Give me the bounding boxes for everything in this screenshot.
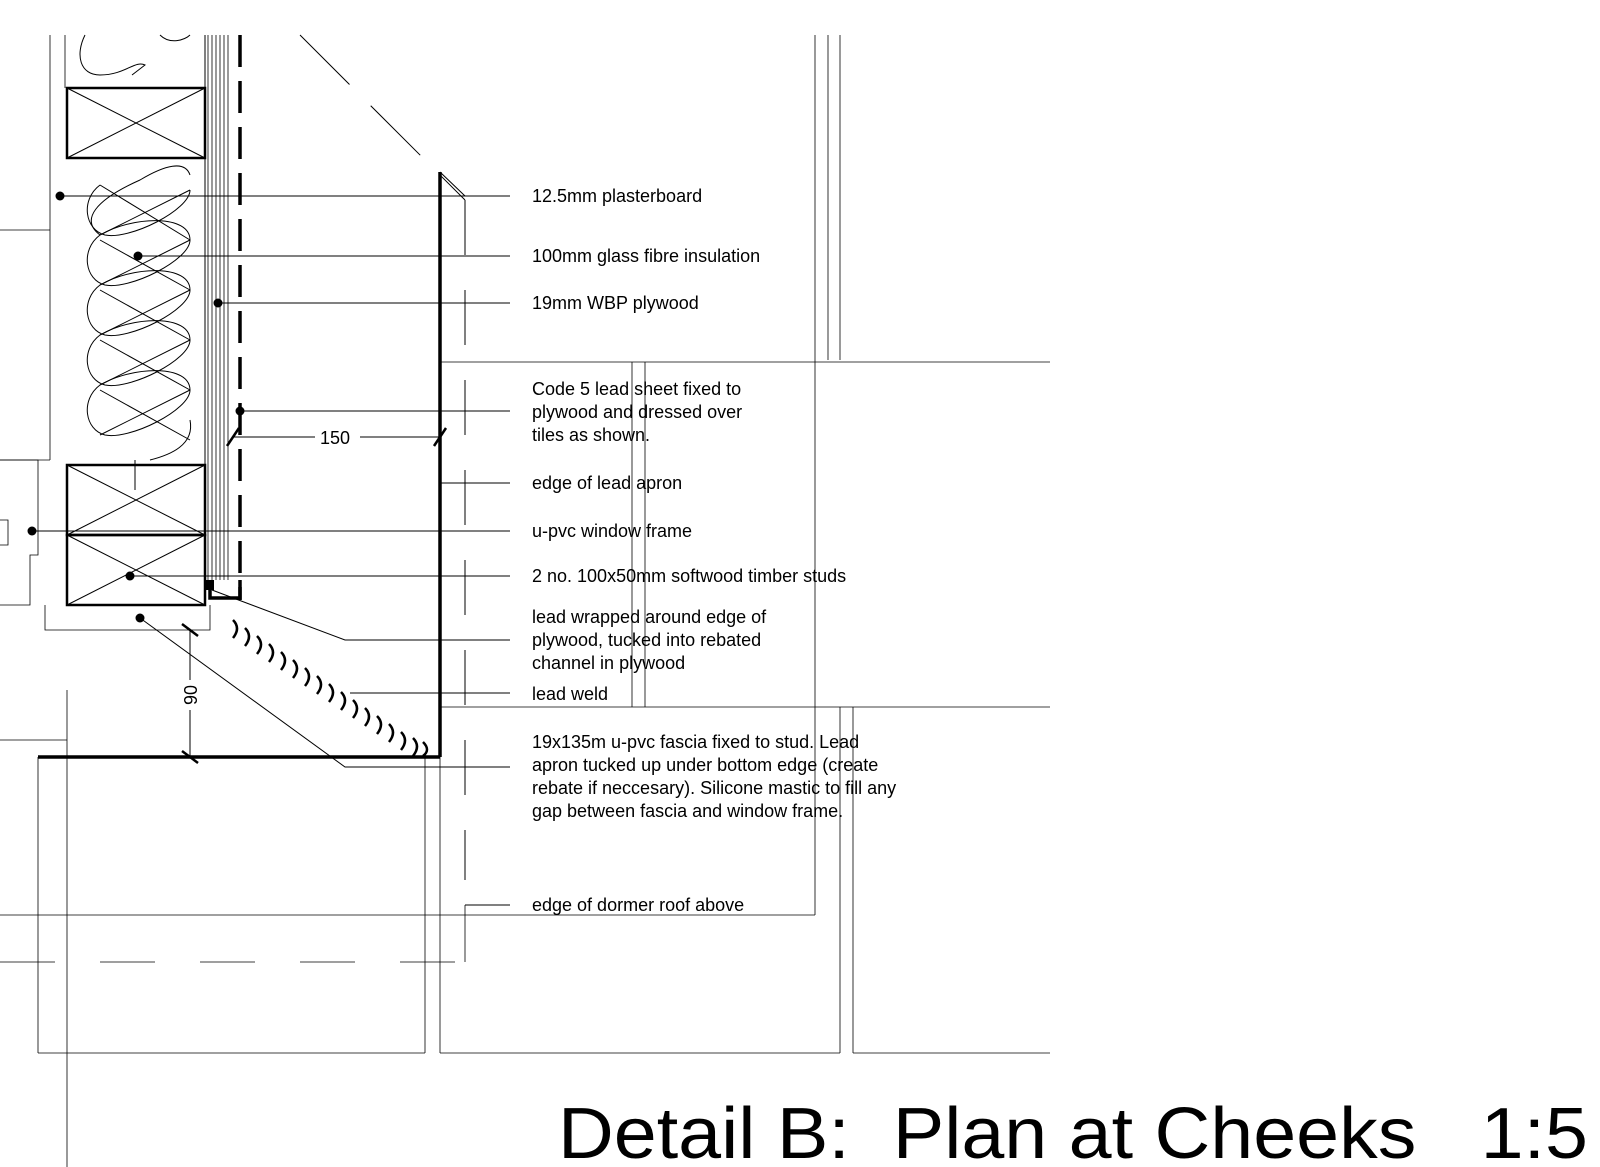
timber-studs	[65, 86, 207, 607]
label-lead-sheet-line3: tiles as shown.	[532, 425, 650, 445]
label-dormer-edge: edge of dormer roof above	[532, 895, 744, 915]
dormer-diagonal	[299, 34, 466, 201]
dimension-150: 150	[225, 427, 448, 448]
dimension-150-label: 150	[320, 428, 350, 448]
label-fascia-line3: rebate if neccesary). Silicone mastic to…	[532, 778, 896, 798]
plywood-layers	[204, 35, 229, 580]
dimension-90: 90	[181, 623, 201, 764]
lead-sheet	[206, 35, 242, 600]
outline-lines	[0, 35, 1050, 1167]
fascia	[38, 172, 442, 759]
label-fascia-line1: 19x135m u-pvc fascia fixed to stud. Lead	[532, 732, 859, 752]
label-window-frame: u-pvc window frame	[532, 521, 692, 541]
label-fascia-line2: apron tucked up under bottom edge (creat…	[532, 755, 878, 775]
drawing-title: Detail B: Plan at Cheeks 1:5	[558, 1094, 1588, 1167]
label-lead-wrapped-line2: plywood, tucked into rebated	[532, 630, 761, 650]
annotations: 12.5mm plasterboard 100mm glass fibre in…	[532, 186, 896, 915]
dimension-90-label: 90	[181, 685, 201, 705]
insulation-pattern	[79, 34, 192, 461]
label-plywood: 19mm WBP plywood	[532, 293, 699, 313]
label-fascia-line4: gap between fascia and window frame.	[532, 801, 843, 821]
lead-weld-hatch	[231, 619, 429, 757]
label-insulation: 100mm glass fibre insulation	[532, 246, 760, 266]
label-lead-wrapped-line3: channel in plywood	[532, 653, 685, 673]
leader-lines	[27, 171, 510, 906]
label-lead-sheet-line1: Code 5 lead sheet fixed to	[532, 379, 741, 399]
label-plasterboard: 12.5mm plasterboard	[532, 186, 702, 206]
label-timber-studs: 2 no. 100x50mm softwood timber studs	[532, 566, 846, 586]
label-lead-wrapped-line1: lead wrapped around edge of	[532, 607, 767, 627]
label-lead-sheet-line2: plywood and dressed over	[532, 402, 742, 422]
label-lead-weld: lead weld	[532, 684, 608, 704]
label-lead-apron: edge of lead apron	[532, 473, 682, 493]
